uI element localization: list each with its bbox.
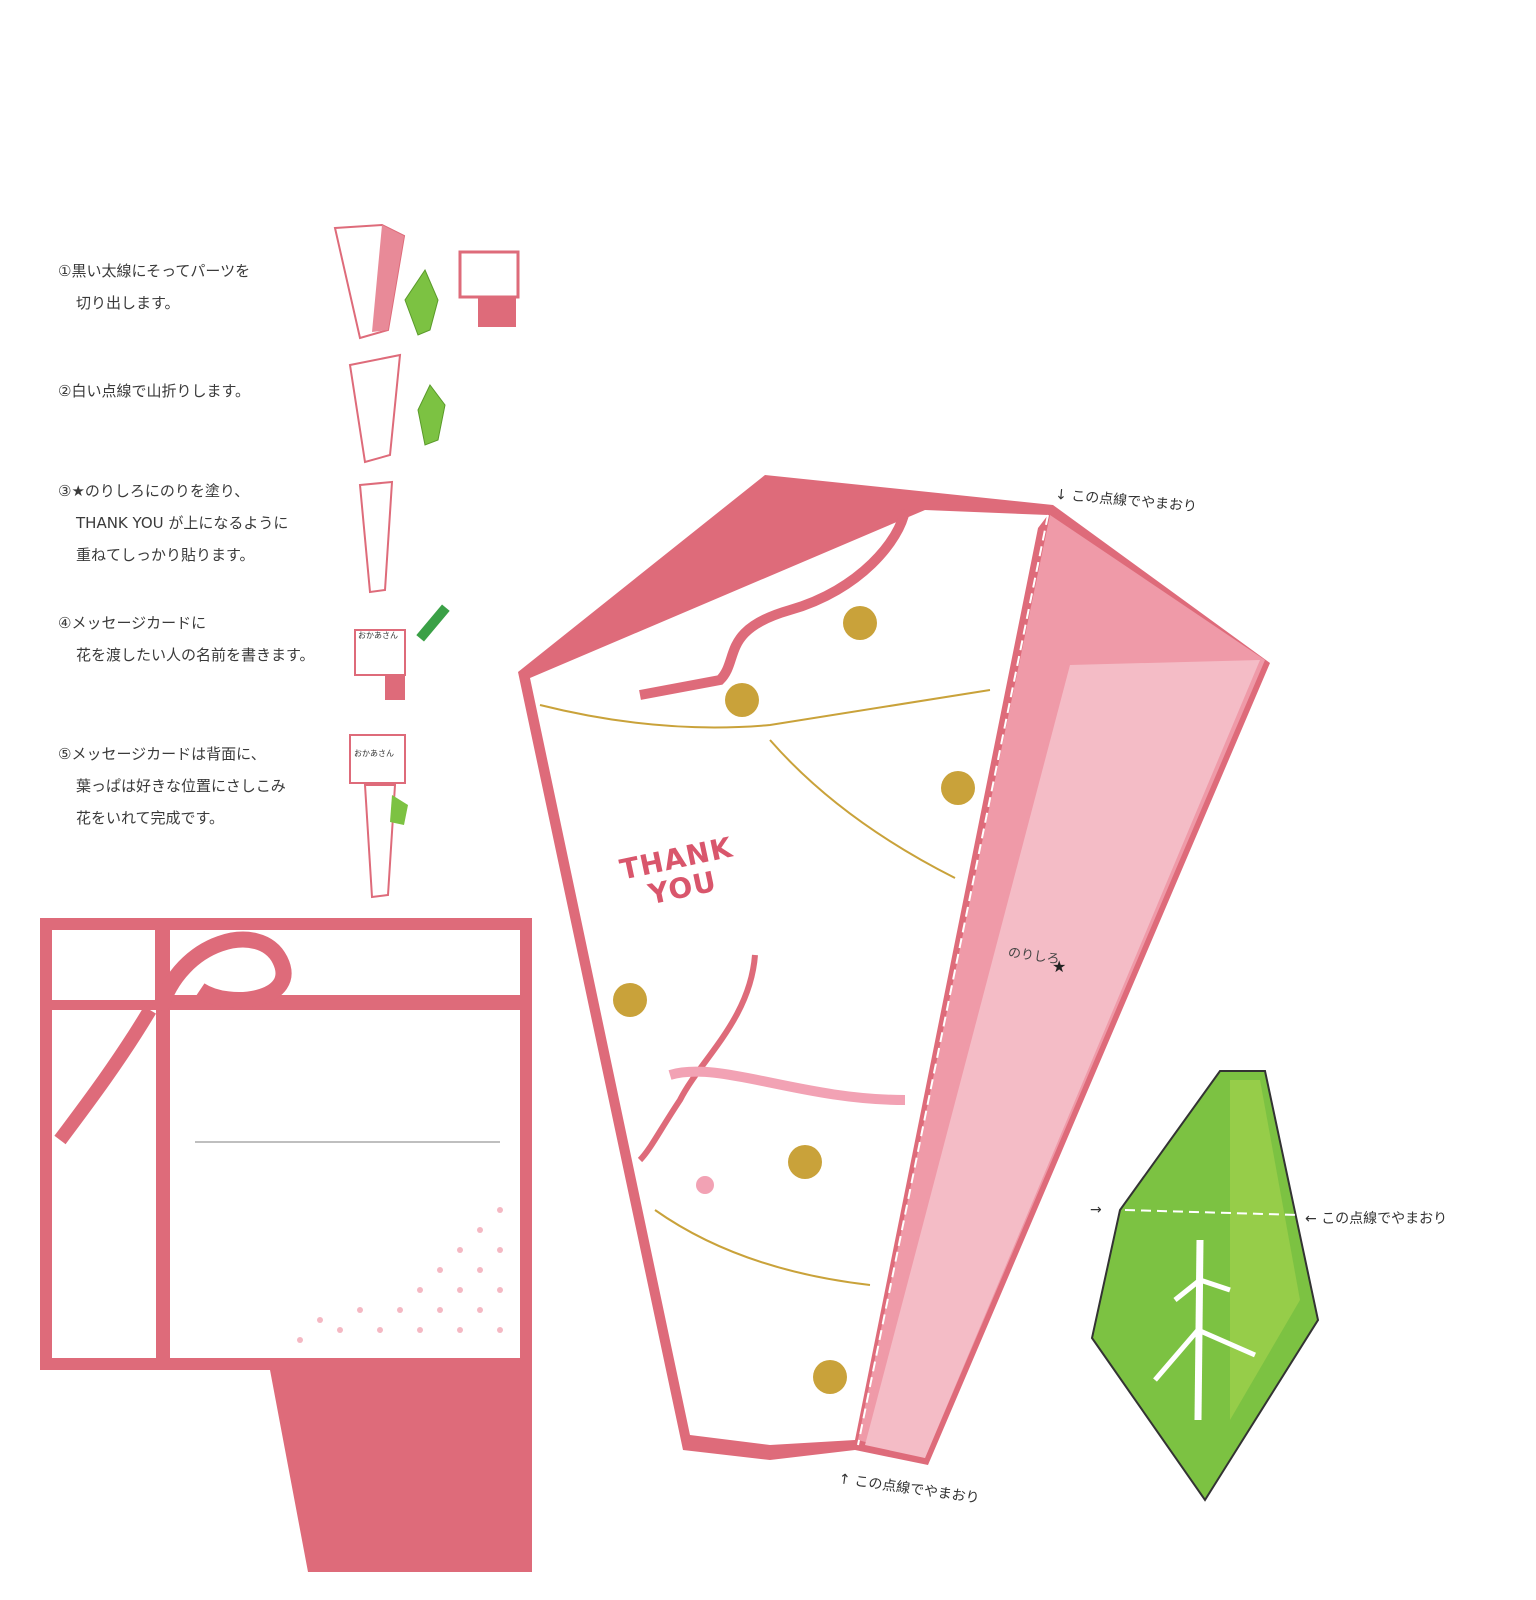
fold-note-bottom: ↑ この点線でやまおり <box>837 1468 981 1508</box>
arrow-left-icon: ← <box>1305 1211 1317 1227</box>
step-number: ④ <box>58 614 72 632</box>
arrow-up-icon: ↑ <box>837 1471 852 1489</box>
step-number: ① <box>58 262 72 280</box>
step-number: ③ <box>58 482 72 500</box>
step-text: 切り出します。 <box>76 294 180 312</box>
step-number: ② <box>58 382 72 400</box>
step-5: ⑤メッセージカードは背面に、 葉っぱは好きな位置にさしこみ 花をいれて完成です。 <box>58 738 286 834</box>
thank-you-text: THANK YOU <box>600 829 759 919</box>
step-text: 花をいれて完成です。 <box>76 809 225 827</box>
fold-note-text: この点線でやまおり <box>853 1473 981 1507</box>
glue-label: のりしろ <box>1006 945 1061 968</box>
step-text: 黒い太線にそってパーツを <box>71 262 251 280</box>
fold-note-text: この点線でやまおり <box>1070 488 1198 516</box>
step-text: メッセージカードに <box>71 614 207 632</box>
step-text: 葉っぱは好きな位置にさしこみ <box>76 777 286 795</box>
step-text: THANK YOU が上になるように <box>76 514 289 532</box>
step-3: ③★のりしろにのりを塗り、 THANK YOU が上になるように 重ねてしっかり… <box>58 475 288 571</box>
step-text: ★のりしろにのりを塗り、 <box>71 482 250 500</box>
step-1: ①黒い太線にそってパーツを 切り出します。 <box>58 255 250 319</box>
fold-note-top: ↓ この点線でやまおり <box>1054 484 1197 516</box>
step-number: ⑤ <box>58 745 72 763</box>
step-text: 白い点線で山折りします。 <box>71 382 250 400</box>
step-text: 重ねてしっかり貼ります。 <box>76 546 255 564</box>
step-text: 花を渡したい人の名前を書きます。 <box>76 646 315 664</box>
arrow-right-icon: → <box>1090 1202 1102 1218</box>
fold-note-text: この点線でやまおり <box>1321 1211 1448 1227</box>
mini-card-label: おかあさん <box>358 631 398 640</box>
mini-card-label: おかあさん <box>354 749 394 758</box>
step-4: ④メッセージカードに 花を渡したい人の名前を書きます。 <box>58 607 315 671</box>
arrow-down-icon: ↓ <box>1054 486 1068 504</box>
step-text: メッセージカードは背面に、 <box>71 745 266 763</box>
step-2: ②白い点線で山折りします。 <box>58 375 250 407</box>
fold-note-leaf: ← この点線でやまおり <box>1305 1208 1447 1228</box>
